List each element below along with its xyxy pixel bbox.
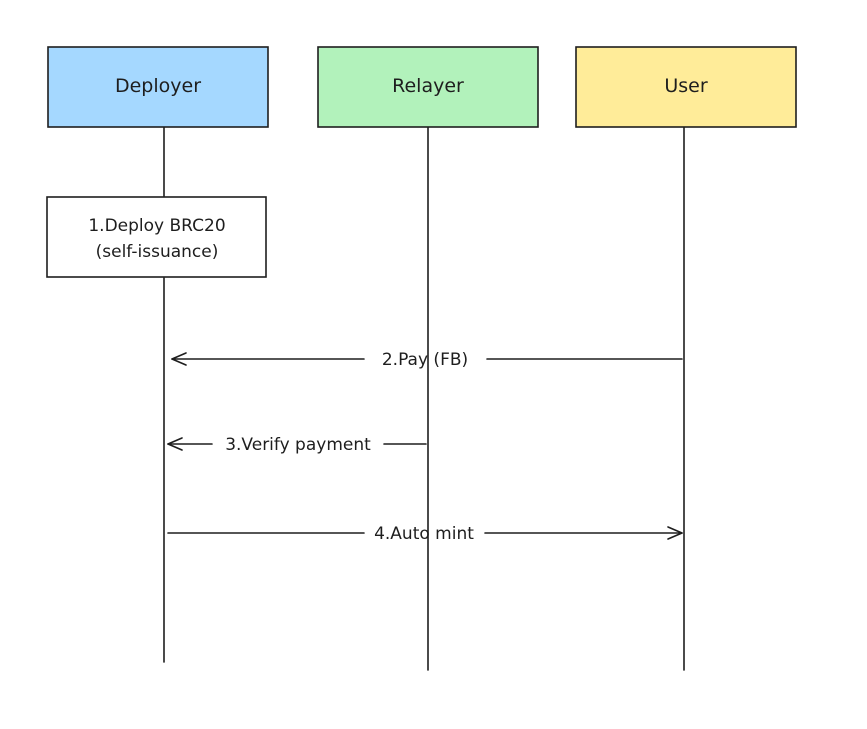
- pay-label: 2.Pay (FB): [382, 350, 468, 370]
- relayer-box: [317, 46, 539, 128]
- relayer-label: Relayer: [392, 75, 464, 97]
- participant-deployer: Deployer: [47, 46, 269, 128]
- mint-arrowhead: [667, 526, 683, 540]
- deploy-label-line2: (self-issuance): [96, 242, 219, 262]
- user-box: [575, 46, 797, 128]
- step-verify: 3.Verify payment: [167, 435, 427, 455]
- step-deploy: 1.Deploy BRC20 (self-issuance): [46, 196, 267, 278]
- step-mint: 4.Auto mint: [167, 524, 683, 544]
- mint-label: 4.Auto mint: [374, 524, 474, 544]
- verify-label: 3.Verify payment: [225, 435, 371, 455]
- verify-arrowhead: [167, 437, 183, 451]
- deployer-box: [47, 46, 269, 128]
- deploy-label-line1: 1.Deploy BRC20: [88, 216, 225, 236]
- participant-user: User: [575, 46, 797, 128]
- user-label: User: [664, 75, 707, 97]
- step-pay: 2.Pay (FB): [171, 350, 683, 370]
- deployer-label: Deployer: [115, 75, 201, 97]
- deploy-box: [46, 196, 267, 278]
- pay-arrowhead: [171, 352, 187, 366]
- participant-relayer: Relayer: [317, 46, 539, 128]
